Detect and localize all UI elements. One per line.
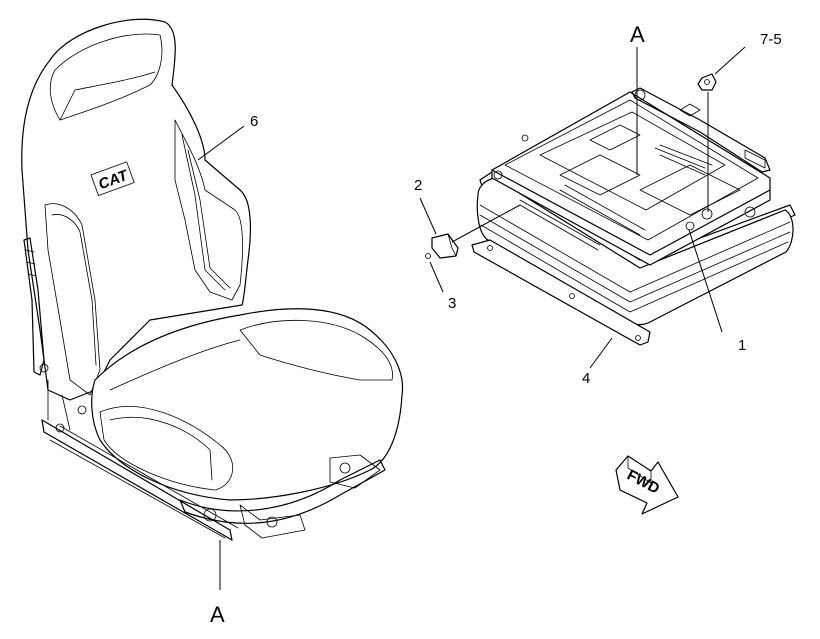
- seat-assembly: CAT: [21, 18, 404, 541]
- spacer-2: [431, 233, 459, 259]
- callout-4: 4: [582, 370, 590, 387]
- callout-7-5: 7-5: [760, 31, 782, 48]
- seat-back-bolster-left: [44, 203, 101, 396]
- callout-2: 2: [414, 177, 422, 194]
- seat-cushion: [91, 308, 404, 501]
- section-label-a-bottom: A: [210, 602, 225, 627]
- suspension-bellows: [476, 177, 794, 326]
- nut-7-5: [697, 73, 717, 91]
- seat-base-frame: [179, 459, 386, 524]
- screw-3: [425, 253, 431, 259]
- mounting-plate: [471, 239, 651, 346]
- callout-3: 3: [448, 295, 456, 312]
- seat-cushion-front: [99, 406, 234, 491]
- callout-6: 6: [250, 113, 258, 130]
- forward-arrow-icon: FWD: [615, 455, 679, 515]
- seat-backrest: [21, 18, 251, 401]
- seat-back-bolster-right: [174, 119, 243, 301]
- leader-lines: [197, 46, 746, 590]
- seat-slide-rail: [41, 419, 233, 541]
- seat-headrest-panel: [49, 33, 163, 121]
- seat-suspension: [471, 87, 796, 346]
- section-label-a-top: A: [630, 22, 645, 47]
- recline-lever: [23, 237, 45, 376]
- callout-1: 1: [738, 337, 746, 354]
